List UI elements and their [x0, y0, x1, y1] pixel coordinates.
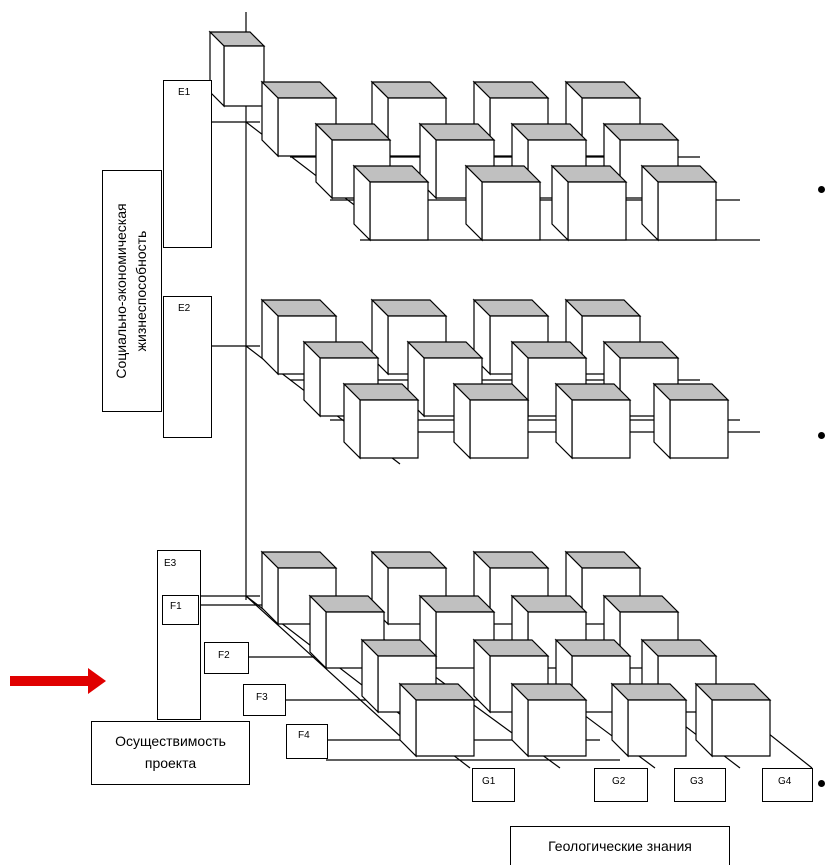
social-title-line1: Социально-экономическая: [113, 203, 129, 379]
g2-box: [594, 768, 648, 802]
cube-front-face: [627, 699, 687, 757]
g4-label: G4: [778, 776, 792, 787]
cube-front-face: [359, 399, 419, 459]
cube-grid: [208, 30, 772, 758]
f1-label: F1: [170, 601, 182, 612]
cube-front-face: [527, 699, 587, 757]
red-arrow-icon: [10, 668, 106, 694]
g3-box: [674, 768, 726, 802]
cube-side-face: [303, 340, 321, 418]
bullet-dot-2: [818, 432, 825, 439]
cube-side-face: [261, 550, 279, 626]
cube-front-face: [657, 181, 717, 241]
g1-box: [472, 768, 515, 802]
e2-label: E2: [178, 303, 191, 314]
g2-label: G2: [612, 776, 626, 787]
cube-level2-r2-c2: [406, 340, 484, 418]
cube-side-face: [611, 682, 629, 758]
cube-side-face: [453, 382, 471, 460]
cube-side-face: [641, 164, 659, 242]
cube-level1-r3-c2: [464, 164, 542, 242]
g4-box: [762, 768, 813, 802]
cube-side-face: [465, 164, 483, 242]
social-title-line2: жизнеспособность: [133, 230, 149, 352]
e3-box: [157, 550, 201, 720]
cube-side-face: [315, 122, 333, 200]
geology-title-text: Геологические знания: [548, 838, 692, 854]
cube-side-face: [551, 164, 569, 242]
cube-side-face: [343, 382, 361, 460]
f2-label: F2: [218, 650, 230, 661]
project-feasibility-title: Осуществимость проекта: [91, 721, 250, 785]
cube-level2-r3-c1: [342, 382, 420, 460]
cube-side-face: [353, 164, 371, 242]
cube-level3-r4-c2: [510, 682, 588, 758]
cube-side-face: [209, 30, 225, 108]
e1-label: E1: [178, 87, 191, 98]
cube-level3-r4-c3: [610, 682, 688, 758]
e2-box: [163, 296, 212, 438]
e1-box: [163, 80, 212, 248]
feasibility-title-line2: проекта: [144, 755, 197, 771]
feasibility-title-line1: Осуществимость: [115, 733, 226, 749]
cube-level2-r3-c4: [652, 382, 730, 460]
cube-side-face: [361, 638, 379, 714]
bullet-dot-1: [818, 186, 825, 193]
f1-box: [162, 595, 199, 625]
cube-level1-r3-c4: [640, 164, 718, 242]
cube-front-face: [415, 699, 475, 757]
cube-side-face: [261, 298, 279, 376]
cube-side-face: [555, 382, 573, 460]
bullet-dot-3: [818, 780, 825, 787]
f3-box: [243, 684, 286, 716]
cube-side-face: [695, 682, 713, 758]
social-economic-viability-title: Социально-экономическая жизнеспособность: [102, 170, 162, 412]
cube-level1-r3-c3: [550, 164, 628, 242]
f2-box: [204, 642, 249, 674]
cube-front-face: [669, 399, 729, 459]
cube-stem: [208, 30, 266, 108]
f4-box: [286, 724, 328, 759]
cube-side-face: [261, 80, 279, 158]
cube-level3-r4-c1: [398, 682, 476, 758]
g3-label: G3: [690, 776, 704, 787]
level-diagonal-3: [245, 595, 401, 737]
cube-side-face: [473, 638, 491, 714]
cube-side-face: [653, 382, 671, 460]
geological-knowledge-title: Геологические знания: [510, 826, 730, 865]
cube-side-face: [399, 682, 417, 758]
f3-label: F3: [256, 692, 268, 703]
f4-label: F4: [298, 730, 310, 741]
cube-level2-r3-c3: [554, 382, 632, 460]
cube-level2-r3-c2: [452, 382, 530, 460]
cube-level1-r3-c1: [352, 164, 430, 242]
cube-front-face: [223, 45, 265, 107]
cube-side-face: [511, 682, 529, 758]
cube-front-face: [711, 699, 771, 757]
g1-label: G1: [482, 776, 496, 787]
cube-side-face: [309, 594, 327, 670]
cube-front-face: [469, 399, 529, 459]
cube-front-face: [369, 181, 429, 241]
cube-front-face: [481, 181, 541, 241]
e3-label: E3: [164, 558, 177, 569]
cube-front-face: [567, 181, 627, 241]
cube-level3-r4-c4: [694, 682, 772, 758]
cube-front-face: [571, 399, 631, 459]
